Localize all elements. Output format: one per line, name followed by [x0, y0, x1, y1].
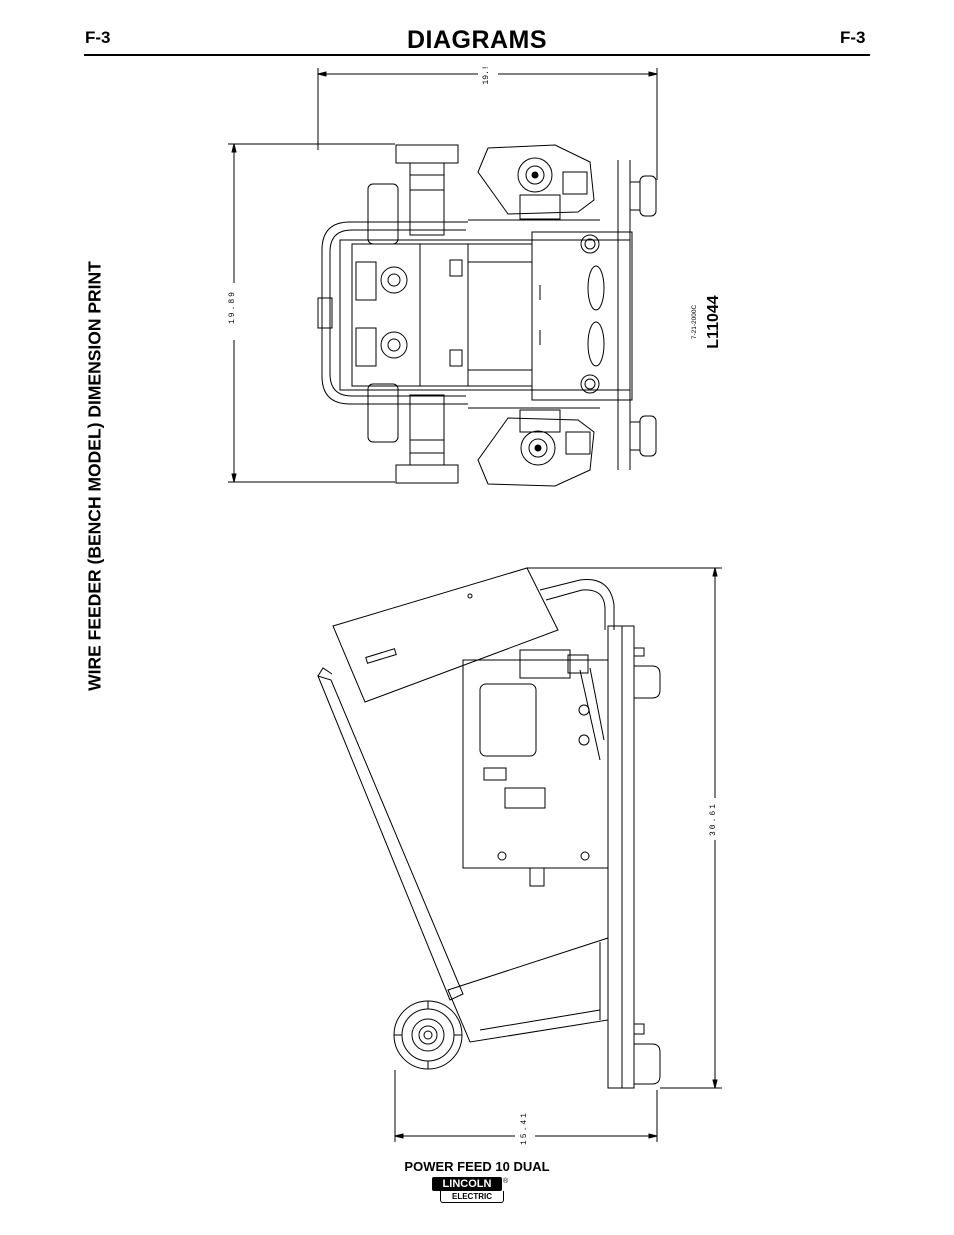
side-handle [317, 579, 615, 1001]
side-gearbox [462, 649, 609, 887]
side-base-plate [607, 625, 661, 1089]
drawing-date-code: 7-21-2000C [691, 305, 698, 340]
top-handle-frame [317, 221, 468, 405]
side-spool-arm [447, 937, 609, 1043]
top-drive-roll-lower [468, 407, 600, 487]
side-wire-spool-cover [332, 567, 559, 703]
section-number-right: F-3 [840, 28, 866, 47]
drawing-number: L11044 [705, 295, 722, 348]
top-wheel-assembly [367, 144, 459, 484]
logo-registered-mark: ® [503, 1178, 509, 1185]
dimension-label-side-depth: 15.41 [520, 1111, 529, 1145]
header-rule [84, 54, 870, 56]
dimension-label-top-height: 19.89 [228, 290, 237, 324]
page-title: DIAGRAMS [406, 26, 548, 54]
dimension-top-height [228, 143, 395, 483]
section-number-left: F-3 [85, 28, 111, 47]
dimension-side-depth [394, 1070, 658, 1142]
top-view: 19.! 19.89 [228, 65, 722, 487]
dimension-label-top-width: 19.! [482, 65, 491, 84]
logo-top-text: LINCOLN [432, 1177, 502, 1191]
lincoln-electric-logo: LINCOLN ® ELECTRIC [432, 1177, 510, 1205]
dimension-label-side-height: 30.61 [709, 802, 718, 836]
side-view: 30.61 15.41 [317, 567, 722, 1145]
dimension-top-width [317, 68, 658, 180]
top-drive-roll-upper [468, 144, 600, 221]
footer-model-name: POWER FEED 10 DUAL [404, 1159, 550, 1174]
logo-bottom-text: ELECTRIC [440, 1191, 504, 1203]
dimension-side-height [526, 567, 722, 1089]
top-chassis [339, 160, 657, 470]
side-spool-hub [393, 1000, 463, 1070]
